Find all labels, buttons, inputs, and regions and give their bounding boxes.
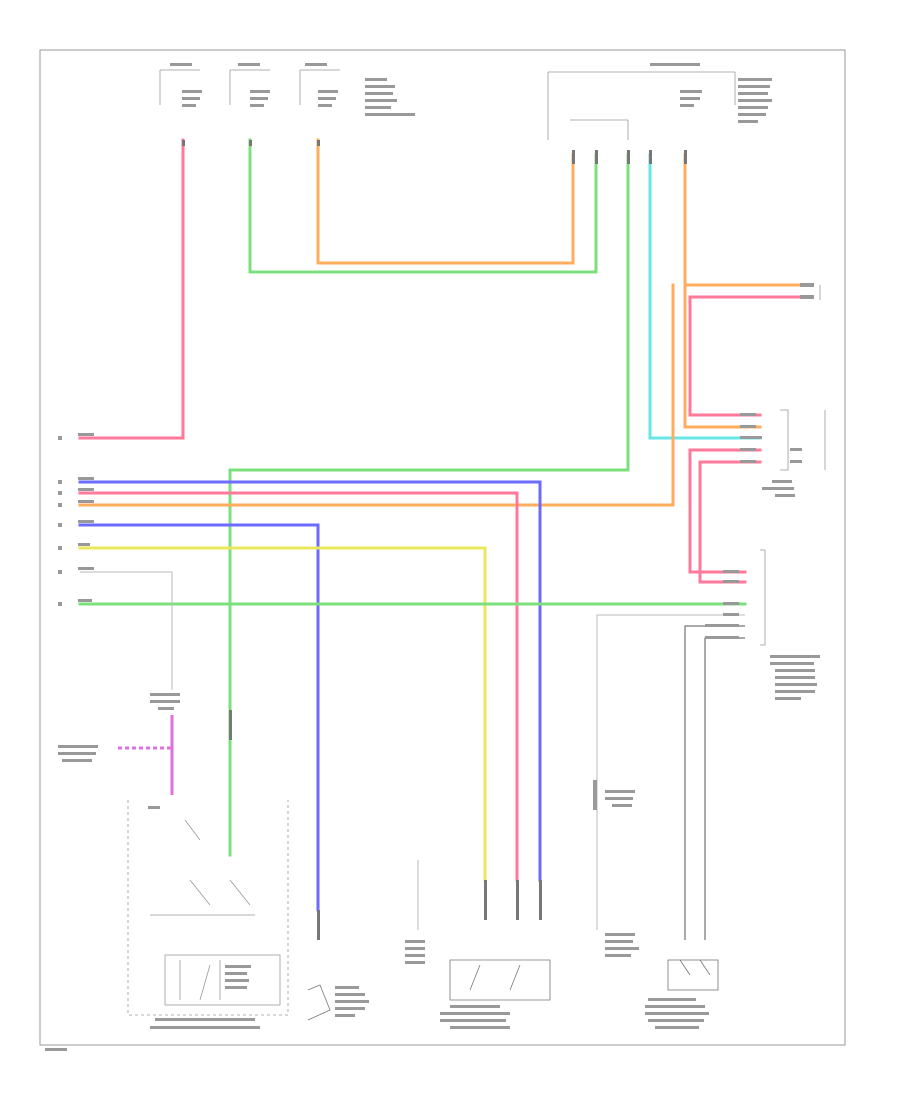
left-component-labels <box>150 965 260 1029</box>
middle-component <box>307 959 551 1021</box>
wire-blue-left <box>78 523 320 912</box>
wire-pink-right-a <box>688 295 802 417</box>
label-stubs <box>170 63 772 123</box>
diagram-border <box>39 49 846 1046</box>
right-bottom-component <box>667 959 719 991</box>
wire-black-right-b <box>704 637 745 940</box>
wire-pink-right-b <box>688 448 762 574</box>
connector-marks <box>182 140 687 940</box>
wire-green-long <box>228 153 630 857</box>
wire-green-fuse2 <box>248 138 598 274</box>
right-connector-labels <box>705 283 820 700</box>
wire-orange-fuse3 <box>316 138 575 265</box>
wire-pink-mid <box>78 491 519 882</box>
left-pin-labels <box>58 433 94 606</box>
wire-pink-right-c <box>698 460 762 584</box>
middle-component-labels <box>335 940 510 1029</box>
left-junction-labels <box>58 693 639 957</box>
wire-gray-left <box>80 571 173 690</box>
wire-orange-relay <box>683 283 762 429</box>
wire-gray-right <box>596 614 745 930</box>
top-fuse-labels <box>159 69 736 140</box>
top-connector-bracket <box>570 119 629 140</box>
wire-yellow <box>78 546 487 882</box>
wire-cyan <box>648 153 762 440</box>
wire-orange-mid <box>78 283 675 507</box>
wire-black-right-a <box>684 625 745 940</box>
wire-blue-top <box>78 480 542 882</box>
wire-orange-right <box>683 153 802 287</box>
left-component-box <box>127 800 289 1016</box>
footer-code <box>45 1048 67 1051</box>
right-connectors <box>760 285 826 646</box>
wire-pink-fuse1 <box>78 138 185 440</box>
right-bottom-labels <box>645 998 709 1029</box>
